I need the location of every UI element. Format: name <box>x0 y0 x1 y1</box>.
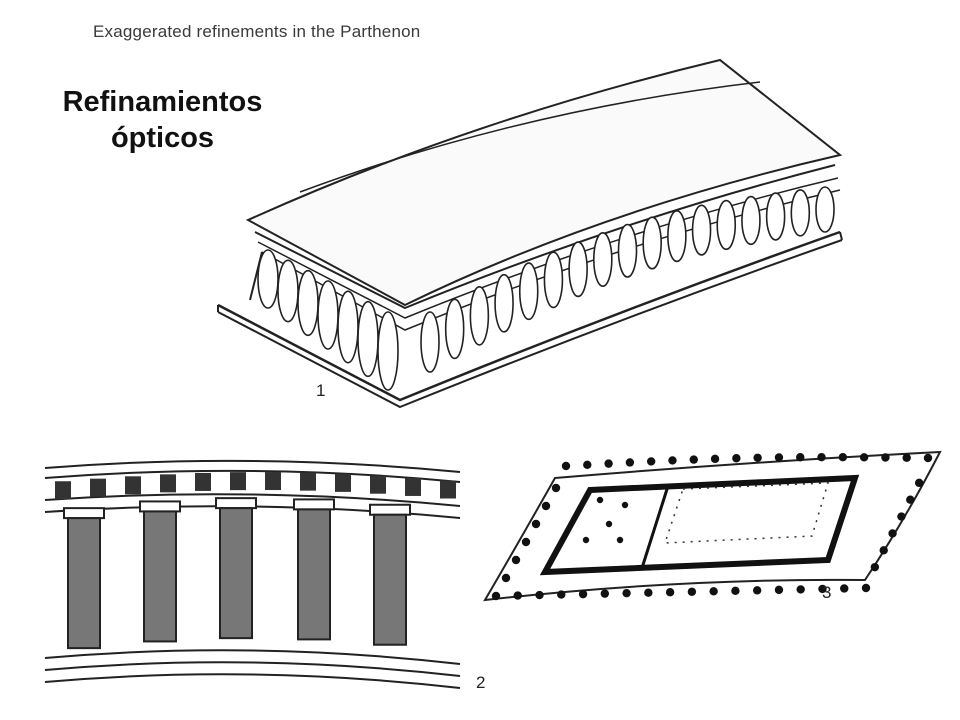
column-dot <box>796 585 805 594</box>
triglyph <box>195 472 211 491</box>
column-dot <box>752 586 762 595</box>
triglyph <box>90 478 106 497</box>
column-dot <box>600 589 610 598</box>
column-dot <box>774 453 784 462</box>
column-dot <box>622 588 631 598</box>
temple-column <box>543 251 564 309</box>
column-dot <box>644 588 653 597</box>
column-dot <box>840 584 849 593</box>
column-dot <box>625 458 635 467</box>
column-dot <box>838 452 848 462</box>
column-dot <box>731 586 740 596</box>
temple-column <box>593 231 613 288</box>
column <box>139 500 181 643</box>
column-dot <box>583 460 592 469</box>
column-dot <box>535 590 544 600</box>
column-dot <box>902 453 911 462</box>
figure-3-label: 3 <box>822 583 832 602</box>
column <box>63 507 105 650</box>
column-dot <box>897 512 906 521</box>
column-dot <box>561 461 571 471</box>
column-dot <box>710 454 720 464</box>
column-dot <box>861 583 871 593</box>
column <box>369 503 411 646</box>
column-dot <box>689 455 698 464</box>
column-dot <box>732 454 741 463</box>
column-dot <box>870 562 880 572</box>
title-line-1: Refinamientos <box>62 86 263 118</box>
column-dot <box>578 589 588 599</box>
temple-column <box>420 311 440 373</box>
column-dot <box>914 478 924 488</box>
column-dot <box>879 546 888 555</box>
column-dot <box>817 452 826 462</box>
column-dot <box>541 501 551 511</box>
column-dot <box>646 457 656 466</box>
temple-column <box>617 223 638 278</box>
triglyph <box>405 477 421 496</box>
column-dot <box>906 495 915 504</box>
column-dot <box>521 537 531 547</box>
triglyph <box>265 472 281 491</box>
column-dot <box>605 520 613 528</box>
column-dot <box>774 585 784 595</box>
temple-column <box>716 199 737 251</box>
temple-column <box>741 195 761 246</box>
temple-column <box>377 311 399 391</box>
column-dot <box>531 519 541 529</box>
temple-column <box>765 192 786 241</box>
triglyph <box>55 481 71 500</box>
temple-column <box>642 216 662 270</box>
triglyph <box>230 472 246 491</box>
column <box>293 498 335 641</box>
column-dot <box>501 573 511 583</box>
column-dot <box>596 496 604 504</box>
column-dot <box>796 453 805 462</box>
column-dot <box>551 483 561 493</box>
triglyph <box>300 472 316 491</box>
figure-caption: Exaggerated refinements in the Parthenon <box>93 22 421 41</box>
triglyph <box>125 476 141 495</box>
temple-column <box>790 189 811 237</box>
column-dot <box>923 453 933 463</box>
temple-column <box>494 273 514 333</box>
slide-title: Refinamientos ópticos <box>40 84 285 156</box>
column-dot <box>616 536 624 544</box>
triglyph <box>335 473 351 492</box>
column-dot <box>557 590 566 599</box>
column-dot <box>859 453 869 462</box>
column-dot <box>511 555 521 565</box>
triglyph <box>160 474 176 493</box>
column-dot <box>818 584 827 594</box>
temple-column <box>518 262 539 321</box>
temple-column <box>667 209 687 263</box>
temple-column <box>815 186 835 233</box>
title-line-2: ópticos <box>110 122 215 154</box>
temple-column <box>568 241 588 298</box>
column-dot <box>687 587 697 596</box>
column-dot <box>604 459 613 468</box>
temple-column <box>469 286 490 346</box>
column-dot <box>668 456 677 465</box>
column-dot <box>753 453 762 462</box>
column <box>215 497 257 640</box>
column-dot <box>881 453 890 462</box>
column-dot <box>888 529 897 538</box>
column-dot <box>709 587 718 596</box>
column-dot <box>665 588 675 597</box>
column-dot <box>621 501 629 509</box>
triglyph <box>370 475 386 494</box>
temple-column <box>444 298 465 360</box>
temple-column <box>691 204 712 256</box>
column-dot <box>513 591 522 600</box>
figure-2-label: 2 <box>476 673 486 692</box>
triglyph <box>440 480 456 499</box>
figure-1-label: 1 <box>316 381 326 400</box>
column-dot <box>582 536 590 544</box>
column-dot <box>491 591 501 601</box>
